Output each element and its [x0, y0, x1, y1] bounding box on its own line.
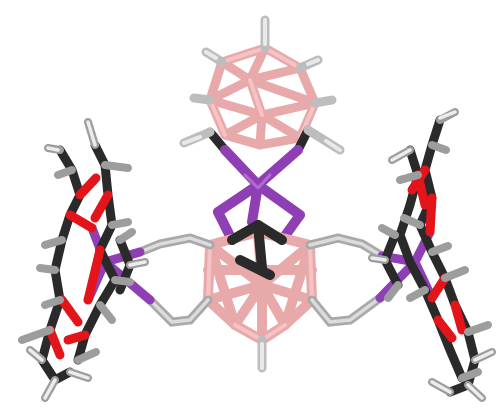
- top-carborane-cage: [179, 15, 345, 155]
- bottom-carborane-cage: [203, 220, 317, 373]
- bridging-ligands: [135, 233, 387, 327]
- left-crown-ether: [18, 118, 155, 402]
- right-crown-ether: [368, 108, 496, 402]
